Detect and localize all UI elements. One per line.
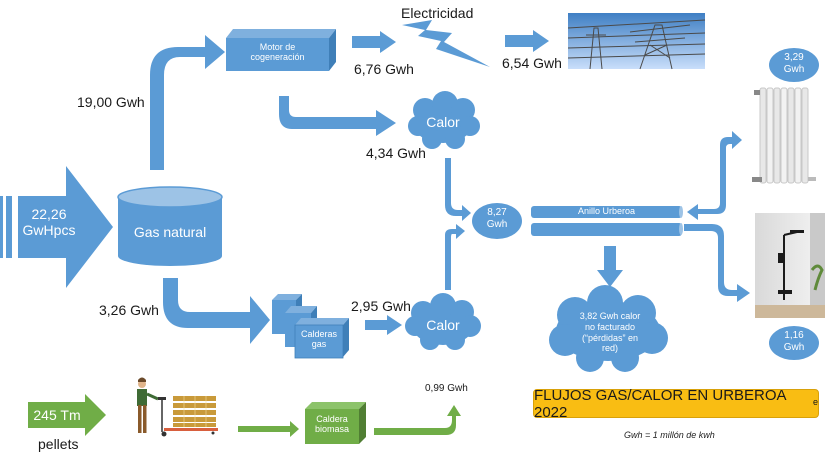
losses-line2: no facturado: [584, 321, 636, 332]
gas-natural-tank: [117, 186, 223, 266]
calderas-gas-boxes: [272, 294, 349, 359]
flow-label-to-calderas: 3,26 Gwh: [99, 302, 159, 318]
flow-arrow-to-shower: [684, 224, 750, 302]
anillo-label: Anillo Urberoa: [577, 206, 636, 216]
input-unit: GwHpcs: [22, 222, 76, 239]
hot-water-value: 1,16 Gwh: [769, 330, 819, 353]
flow-label-calderas-heat: 2,95 Gwh: [351, 298, 411, 314]
lightning-icon: [402, 20, 490, 67]
pellets-value: 245 Tm: [33, 407, 81, 423]
biomasa-line1: Caldera: [316, 414, 348, 424]
heating-unit: Gwh: [783, 63, 805, 75]
hot-water-amount: 1,16: [784, 330, 804, 341]
losses-line1: 3,82 Gwh calor: [579, 311, 641, 321]
calderas-gas-label: Calderas gas: [295, 329, 343, 350]
caldera-biomasa-label: Caldera biomasa: [305, 414, 359, 435]
flow-arrow-electric-grid: [505, 30, 549, 52]
flow-arrow-to-motor: [150, 35, 225, 170]
calor-top-label: Calor: [426, 114, 460, 130]
electricidad-label: Electricidad: [401, 5, 474, 21]
input-value: 22,26 GwHpcs: [20, 206, 78, 238]
pallet-jack-worker-icon: [137, 377, 218, 437]
flow-arrow-biomasa-heat: [374, 405, 461, 435]
diagram-title: FLUJOS GAS/CALOR EN URBEROA 2022 e: [533, 386, 819, 421]
flow-arrow-to-losses: [597, 246, 623, 287]
pellets-input-arrow: [28, 394, 106, 436]
calor-cloud-top: [408, 91, 480, 149]
heating-amount: 3,29: [784, 52, 804, 63]
power-lines-image: [567, 13, 706, 70]
flow-arrow-motor-heat: [279, 96, 396, 136]
caldera-biomasa-box: [305, 402, 366, 444]
flow-label-electric-grid: 6,54 Gwh: [502, 55, 562, 71]
flow-arrow-to-biomasa: [238, 421, 299, 437]
gas-natural-label: Gas natural: [133, 224, 207, 240]
flow-arrow-to-calderas: [163, 278, 270, 344]
motor-label-line1: Motor de: [259, 42, 296, 52]
unit-footnote: Gwh = 1 millón de kwh: [624, 430, 715, 440]
anillo-urberoa-pipes: [531, 206, 683, 236]
flow-label-motor-heat: 4,34 Gwh: [366, 145, 426, 161]
hot-water-value-node: [769, 326, 819, 360]
motor-label-line2: cogeneración: [250, 52, 305, 63]
flow-arrow-to-radiator: [720, 131, 742, 205]
flow-label-to-motor: 19,00 Gwh: [77, 94, 145, 110]
flow-label-biomasa-heat: 0,99 Gwh: [425, 383, 468, 394]
merge-unit: Gwh: [486, 218, 508, 230]
merge-amount: 8,27: [487, 207, 507, 218]
merge-value: 8,27 Gwh: [472, 207, 522, 230]
radiator-image: [752, 87, 816, 184]
losses-line3: (“pérdidas” en: [581, 332, 639, 343]
flow-arrow-motor-electric: [352, 31, 396, 53]
flow-arrow-heat-bottom-to-merge: [439, 224, 465, 290]
losses-label: 3,82 Gwh calor no facturado (“pérdidas” …: [558, 311, 662, 354]
input-arrow: [0, 166, 113, 288]
calor-bottom-label: Calor: [426, 317, 460, 333]
heating-value: 3,29 Gwh: [769, 52, 819, 75]
input-amount: 22,26: [31, 206, 67, 222]
motor-cogeneracion-box: [226, 29, 336, 71]
calderas-line1: Calderas: [300, 329, 338, 339]
calderas-line2: gas: [311, 339, 327, 350]
shower-image: [755, 213, 825, 318]
merge-node: [472, 203, 522, 239]
flow-label-motor-electric: 6,76 Gwh: [354, 61, 414, 77]
motor-label: Motor de cogeneración: [226, 42, 329, 63]
title-superscript: e: [812, 396, 818, 407]
losses-cloud: [549, 285, 668, 372]
biomasa-line2: biomasa: [314, 424, 350, 435]
pellets-label: pellets: [38, 436, 79, 452]
flow-arrow-heat-top-to-merge: [445, 158, 471, 221]
losses-line4: red): [601, 343, 618, 354]
hot-water-unit: Gwh: [783, 341, 805, 353]
calor-cloud-bottom: [405, 293, 481, 350]
flow-arrow-calderas-heat: [365, 315, 402, 335]
title-text: FLUJOS GAS/CALOR EN URBEROA 2022: [534, 386, 786, 421]
heating-value-node: [769, 48, 819, 82]
